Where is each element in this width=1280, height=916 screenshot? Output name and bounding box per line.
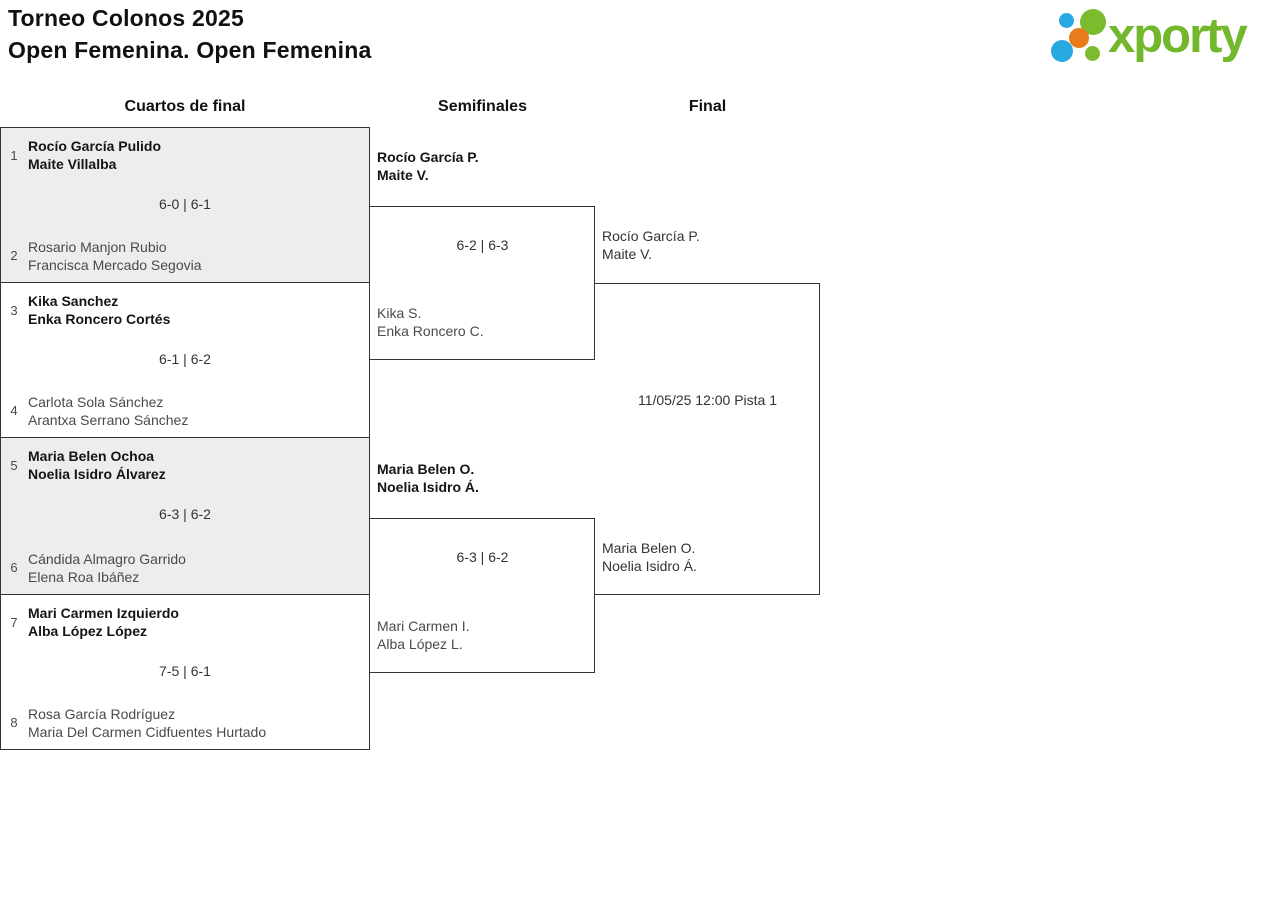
team-name: Rocío García P. Maite V. <box>377 149 479 183</box>
team-name: Maria Belen Ochoa Noelia Isidro Álvarez <box>28 448 166 482</box>
team-name: Cándida Almagro Garrido Elena Roa Ibáñez <box>28 551 186 585</box>
team-name: Mari Carmen Izquierdo Alba López López <box>28 605 179 639</box>
seed-label: 6 <box>10 560 18 575</box>
team-name: Kika S. Enka Roncero C. <box>377 305 484 339</box>
match-score: 6-3 | 6-2 <box>456 549 509 565</box>
match-score: 6-0 | 6-1 <box>159 196 211 212</box>
logo-dot-icon <box>1069 28 1089 48</box>
seed-label: 4 <box>10 403 18 418</box>
brand-logo[interactable]: xporty <box>1050 6 1276 68</box>
match-schedule: 11/05/25 12:00 Pista 1 <box>637 392 778 408</box>
logo-dot-icon <box>1085 46 1100 61</box>
match-card-final <box>595 283 820 595</box>
team-name: Carlota Sola Sánchez Arantxa Serrano Sán… <box>28 394 189 428</box>
team-name: Rocío García Pulido Maite Villalba <box>28 138 162 172</box>
team-name: Rosa García Rodríguez Maria Del Carmen C… <box>28 706 267 740</box>
match-card-qf4: 7 Mari Carmen Izquierdo Alba López López… <box>1 595 369 749</box>
seed-label: 2 <box>10 248 18 263</box>
round-header-quarterfinals: Cuartos de final <box>124 98 246 115</box>
round-header-semifinals: Semifinales <box>438 98 527 115</box>
match-score: 6-2 | 6-3 <box>456 237 509 253</box>
page-subtitle: Open Femenina. Open Femenina <box>8 37 372 63</box>
team-name: Rosario Manjon Rubio Francisca Mercado S… <box>28 239 202 273</box>
match-score: 7-5 | 6-1 <box>159 663 211 679</box>
match-card-qf1: 1 Rocío García Pulido Maite Villalba 6-0… <box>1 128 369 283</box>
match-card-sf1 <box>370 206 595 360</box>
seed-label: 3 <box>10 303 18 318</box>
round-header-final: Final <box>688 98 727 115</box>
seed-label: 1 <box>10 148 18 163</box>
logo-dot-icon <box>1059 13 1074 28</box>
match-score: 6-3 | 6-2 <box>159 506 211 522</box>
match-card-sf2 <box>370 518 595 673</box>
seed-label: 7 <box>10 615 18 630</box>
team-name: Rocío García P. Maite V. <box>602 228 700 262</box>
quarterfinals-column: 1 Rocío García Pulido Maite Villalba 6-0… <box>0 127 370 750</box>
page-title: Torneo Colonos 2025 <box>8 5 244 31</box>
seed-label: 8 <box>10 715 18 730</box>
team-name: Mari Carmen I. Alba López L. <box>377 618 470 652</box>
match-score: 6-1 | 6-2 <box>159 351 211 367</box>
team-name: Kika Sanchez Enka Roncero Cortés <box>28 293 171 327</box>
team-name: Maria Belen O. Noelia Isidro Á. <box>377 461 479 495</box>
team-name: Maria Belen O. Noelia Isidro Á. <box>602 540 697 574</box>
match-card-qf3: 5 Maria Belen Ochoa Noelia Isidro Álvare… <box>1 438 369 595</box>
logo-dot-icon <box>1051 40 1073 62</box>
seed-label: 5 <box>10 458 18 473</box>
match-card-qf2: 3 Kika Sanchez Enka Roncero Cortés 6-1 |… <box>1 283 369 438</box>
logo-wordmark: xporty <box>1108 9 1248 63</box>
